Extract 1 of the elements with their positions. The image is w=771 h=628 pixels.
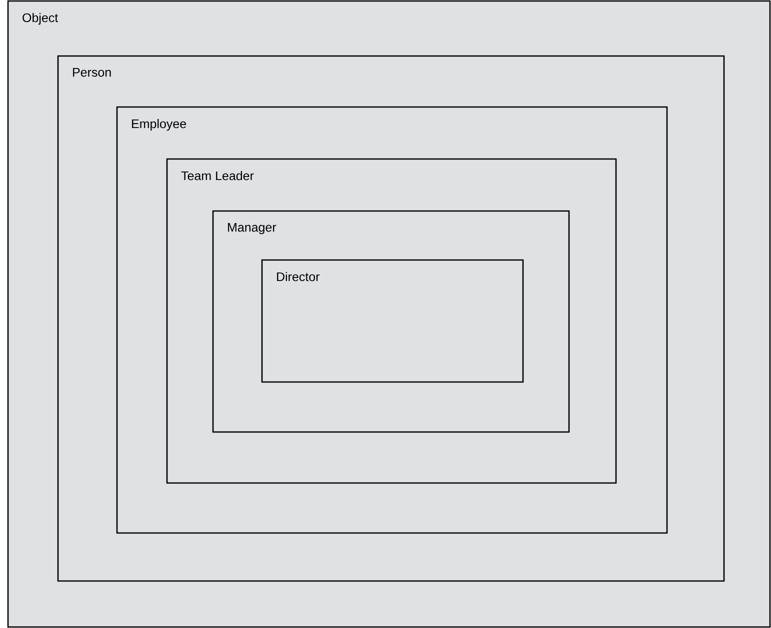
class-box: Director	[261, 259, 524, 383]
